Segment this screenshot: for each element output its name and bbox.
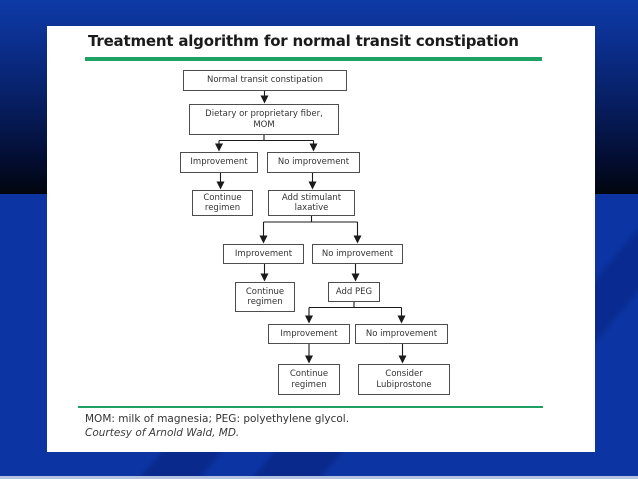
flow-node-consider-lubiprostone: Consider Lubiprostone [358,364,450,395]
flow-node-no-improvement-3: No improvement [355,324,448,344]
flow-node-add-peg: Add PEG [328,282,380,302]
edge-peg-split [309,302,402,309]
flow-node-improvement-1: Improvement [180,152,258,173]
flow-node-improvement-3: Improvement [268,324,350,344]
flow-node-improvement-2: Improvement [223,244,304,264]
flow-node-no-improvement-2: No improvement [312,244,403,264]
flow-node-continue-regimen-1: Continue regimen [192,190,253,216]
content-card: Treatment algorithm for normal transit c… [47,26,595,452]
flow-node-dietary-fiber-mom: Dietary or proprietary fiber, MOM [189,104,339,135]
flow-node-normal-transit-constipation: Normal transit constipation [183,70,347,91]
edge-fiber-split [219,135,314,142]
credit-line: Courtesy of Arnold Wald, MD. [85,427,240,439]
flow-node-no-improvement-1: No improvement [267,152,360,173]
flow-node-continue-regimen-2: Continue regimen [235,282,295,312]
title-underline [85,57,542,61]
flow-node-continue-regimen-3: Continue regimen [278,364,340,395]
footnote-divider [78,406,543,408]
slide-bottom-strip [0,476,638,479]
footnote: MOM: milk of magnesia; PEG: polyethylene… [85,413,350,425]
page-title: Treatment algorithm for normal transit c… [88,32,519,50]
flow-node-add-stimulant-laxative: Add stimulant laxative [268,190,355,216]
edge-stimulant-split [263,216,358,223]
flowchart-connectors [215,91,407,364]
